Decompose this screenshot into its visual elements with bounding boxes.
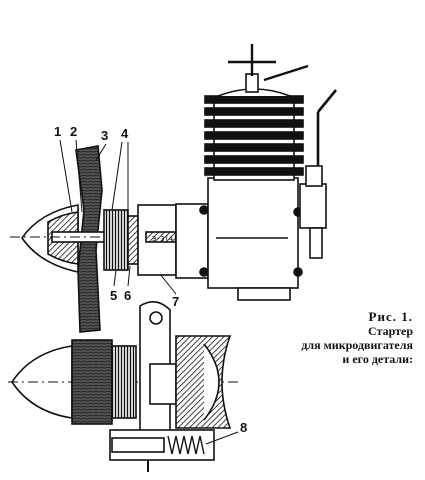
callout-1: 1 (54, 124, 61, 139)
starter-pulley (103, 209, 129, 271)
figure-caption: Рис. 1. Стартер для микродвигателя и его… (248, 309, 413, 367)
lower-assembly (8, 301, 240, 472)
needle-valve-body (299, 183, 327, 229)
callout-5: 5 (110, 288, 117, 303)
callout-6: 6 (124, 288, 131, 303)
callout-2: 2 (70, 124, 77, 139)
callout-3: 3 (101, 128, 108, 143)
caption-line-1: Стартер (368, 324, 413, 338)
bracket (175, 335, 232, 429)
caption-title: Рис. 1. (368, 309, 413, 324)
svg-text:Э-З(4): Э-З(4) (152, 235, 177, 243)
caption-line-3: и его детали: (342, 352, 413, 366)
engine-crankcase (175, 203, 209, 279)
cylinder-fins (204, 95, 304, 176)
callout-labels: 1 2 3 4 5 6 7 8 (54, 124, 247, 435)
caption-line-2: для микродвигателя (301, 338, 413, 352)
spring (167, 435, 205, 455)
callout-7: 7 (172, 294, 179, 309)
upper-assembly: Э-З(4) (10, 44, 338, 333)
callout-8: 8 (240, 420, 247, 435)
callout-leaders (59, 139, 239, 445)
callout-4: 4 (121, 126, 129, 141)
